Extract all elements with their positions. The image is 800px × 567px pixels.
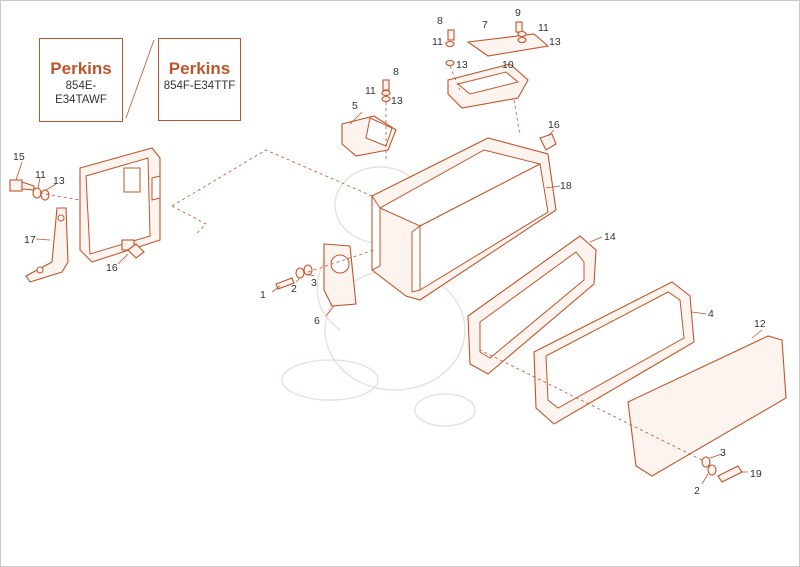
part-17-hole <box>57 214 65 222</box>
leader-6 <box>325 305 335 317</box>
leader-3b <box>709 453 723 459</box>
part-8-screw-b <box>382 79 390 91</box>
part-13-washer-d <box>381 95 391 103</box>
part-2-washer-b <box>707 464 717 476</box>
assembly-line-fuse-2 <box>513 99 521 137</box>
part-2-washer-a <box>295 267 305 279</box>
leader-2b <box>701 473 709 485</box>
assembly-line-bolt-15 <box>39 192 81 201</box>
callout-1: 1 <box>260 289 266 301</box>
part-13-washer-a <box>40 189 50 201</box>
callout-15: 15 <box>13 151 25 163</box>
part-16-plug-right <box>539 133 557 151</box>
callout-19: 19 <box>750 468 762 480</box>
leader-4 <box>691 311 707 315</box>
variant-divider <box>125 39 155 119</box>
callout-16: 16 <box>548 119 560 131</box>
assembly-line-ecu <box>171 149 373 207</box>
callout-11: 11 <box>432 36 443 48</box>
part-10-fuse-block <box>447 63 529 109</box>
part-18-housing <box>371 137 557 301</box>
engine-variant-box-2: Perkins 854F-E34TTF <box>158 38 241 121</box>
assembly-line-ecu-2 <box>171 205 207 235</box>
part-1-bolt <box>275 277 295 290</box>
callout-9: 9 <box>515 7 521 19</box>
part-11-washer-c <box>517 30 527 38</box>
part-3-washer-a <box>303 264 313 276</box>
part-3-washer-b <box>701 456 711 468</box>
part-11-washer-a <box>32 187 42 199</box>
engine-model-1-line-2: E34TAWF <box>55 94 107 106</box>
callout-14: 14 <box>604 231 616 243</box>
part-17-bracket <box>25 207 69 283</box>
callout-13: 13 <box>456 59 468 71</box>
part-11-washer-b <box>445 40 455 48</box>
callout-11: 11 <box>538 22 549 34</box>
callout-5: 5 <box>352 100 358 112</box>
leader-14 <box>589 236 603 243</box>
ecu-module-left <box>79 147 161 263</box>
leader-17 <box>35 238 51 241</box>
leader-5 <box>349 111 363 125</box>
assembly-line-fuse <box>449 65 461 91</box>
part-5-relay <box>341 115 397 157</box>
callout-4: 4 <box>708 308 714 320</box>
callout-7: 7 <box>482 19 488 31</box>
callout-17: 17 <box>24 234 36 246</box>
engine-variant-box-1: Perkins 854E- E34TAWF <box>39 38 123 122</box>
part-4-seal <box>533 281 695 425</box>
engine-brand-1: Perkins <box>50 59 112 78</box>
part-8-screw-a <box>447 29 455 41</box>
part-7-plate <box>466 33 550 57</box>
leader-13a <box>45 183 57 191</box>
part-11-washer-d <box>381 89 391 97</box>
callout-16: 16 <box>106 262 118 274</box>
callout-3: 3 <box>720 447 726 459</box>
engine-brand-2: Perkins <box>168 59 231 78</box>
callout-11: 11 <box>35 169 46 181</box>
callout-12: 12 <box>754 318 766 330</box>
part-15-bolt <box>9 179 35 192</box>
leader-12 <box>751 329 763 339</box>
assembly-line-bolt-19 <box>479 349 703 461</box>
leader-11a <box>37 177 41 189</box>
part-12-cover-plate <box>627 335 787 477</box>
callout-8: 8 <box>437 15 443 27</box>
callout-6: 6 <box>314 315 320 327</box>
leader-15 <box>15 161 23 181</box>
callout-2: 2 <box>291 283 297 295</box>
callout-13: 13 <box>549 36 561 48</box>
leader-16b <box>547 129 555 137</box>
callout-3: 3 <box>311 277 317 289</box>
leader-18 <box>545 185 561 189</box>
leader-16a <box>117 253 129 265</box>
callout-18: 18 <box>560 180 572 192</box>
leader-3a <box>307 273 315 277</box>
part-9-screw <box>515 21 523 33</box>
engine-model-2-line-1: 854F-E34TTF <box>163 80 236 92</box>
callout-13: 13 <box>53 175 65 187</box>
part-13-washer-b <box>445 59 455 67</box>
callout-11: 11 <box>365 85 376 97</box>
callout-10: 10 <box>502 59 514 71</box>
leader-1 <box>271 285 281 293</box>
part-6-grommet-plate <box>323 243 357 307</box>
callout-8: 8 <box>393 66 399 78</box>
callout-2: 2 <box>694 485 700 497</box>
part-14-gasket <box>467 235 597 375</box>
part-17-hole-2 <box>36 266 44 274</box>
callout-13: 13 <box>391 95 403 107</box>
part-19-bolt <box>717 465 743 483</box>
leader-2a <box>295 277 301 283</box>
engine-model-1-line-1: 854E- <box>65 80 97 92</box>
part-13-washer-c <box>517 36 527 44</box>
part-16-plug-left <box>127 243 145 259</box>
